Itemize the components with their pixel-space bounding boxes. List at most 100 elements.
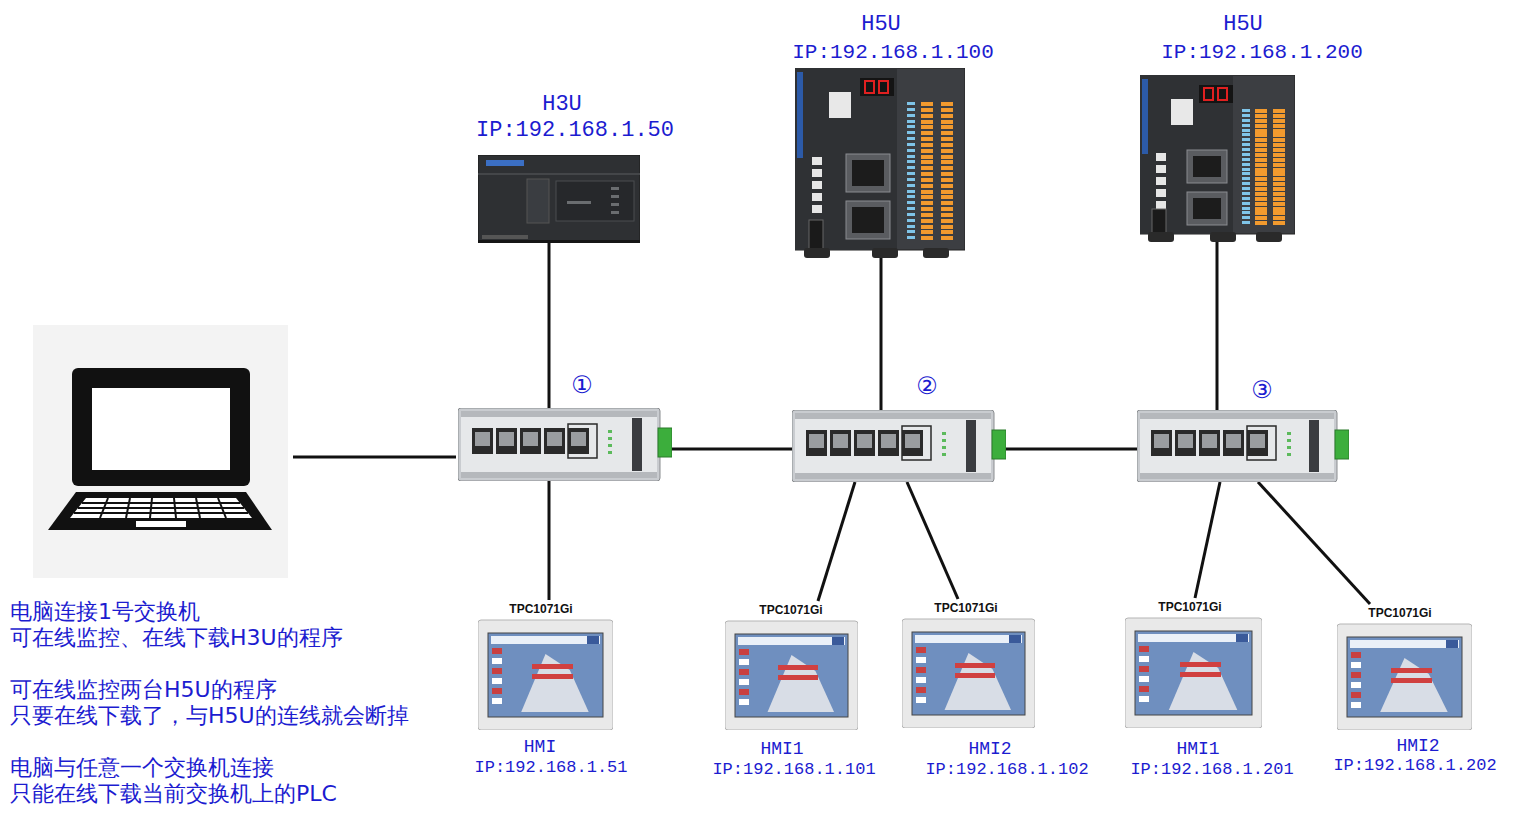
terminal <box>941 172 953 176</box>
hmi-button <box>916 667 926 673</box>
terminal <box>941 219 953 223</box>
plc-h5u: H5UIP:192.168.1.200 <box>1140 75 1295 242</box>
plc-cover <box>527 179 549 223</box>
terminal <box>1273 114 1285 118</box>
terminal <box>1255 216 1267 220</box>
plc-foot <box>923 248 949 258</box>
terminal <box>1273 138 1285 142</box>
hmi-button <box>739 659 749 665</box>
switch-port <box>1175 430 1196 456</box>
dip-switch <box>812 205 822 213</box>
hmi-screen-text-bar <box>1391 678 1432 683</box>
hmi-illustration <box>1125 598 1262 728</box>
hmi-illustration <box>902 599 1035 728</box>
terminal <box>921 160 933 164</box>
note-text: 电脑与任意一个交换机连接 <box>10 756 274 780</box>
io-led <box>907 160 915 163</box>
terminal <box>1255 153 1267 157</box>
io-led <box>1242 177 1250 180</box>
terminal <box>1255 133 1267 137</box>
terminal <box>1255 221 1267 225</box>
switch-led <box>1287 439 1291 442</box>
device-label: IP:192.168.1.201 <box>1130 761 1293 780</box>
terminal <box>1255 114 1267 118</box>
hmi-screen-picture <box>768 655 835 712</box>
plc-foot <box>804 248 830 258</box>
plc-body <box>478 155 640 243</box>
terminal <box>941 137 953 141</box>
terminal <box>1273 182 1285 186</box>
plc-foot <box>478 240 640 243</box>
switch-port-socket <box>1250 434 1265 448</box>
io-led <box>1242 138 1250 141</box>
io-led <box>907 131 915 134</box>
plc-led <box>611 195 619 198</box>
switch-port-socket <box>833 434 848 448</box>
io-led <box>1242 158 1250 161</box>
terminal <box>921 172 933 176</box>
plc-led <box>611 211 619 214</box>
model-label: TPC1071Gi <box>509 603 572 616</box>
plc-digit <box>865 81 874 93</box>
laptop-screen-frame <box>72 368 250 486</box>
rj45-port <box>1187 150 1227 183</box>
hmi-button <box>492 658 502 664</box>
plc-brand-strip <box>1142 79 1148 154</box>
device-label: IP:192.168.1.100 <box>792 41 994 64</box>
plc-left-module <box>795 68 897 250</box>
power-connector <box>992 430 1006 459</box>
switch-port-socket <box>1202 434 1217 448</box>
hmi-screen <box>912 632 1025 715</box>
switch-port-frame <box>568 424 597 458</box>
switch-port-frame <box>1247 426 1276 460</box>
hmi-button <box>1139 666 1149 672</box>
io-led <box>907 114 915 117</box>
dip-switch <box>1156 153 1166 161</box>
power-terminal <box>809 220 823 250</box>
switch-brand-strip <box>966 420 976 472</box>
switch-led <box>942 432 946 435</box>
terminal <box>1273 168 1285 172</box>
hmi-title-bar <box>915 635 1022 643</box>
switch-port <box>1151 430 1172 456</box>
terminal <box>941 225 953 229</box>
plc-digit <box>879 81 888 93</box>
device-label: IP:192.168.1.200 <box>1161 41 1363 64</box>
dip-switch <box>812 193 822 201</box>
io-led <box>907 102 915 105</box>
hmi-logo <box>1236 634 1248 642</box>
switch-led <box>942 439 946 442</box>
dip-switch <box>812 181 822 189</box>
terminal <box>1273 124 1285 128</box>
terminal <box>941 155 953 159</box>
io-led <box>1242 109 1250 112</box>
terminal <box>921 131 933 135</box>
plc-panel <box>556 181 634 221</box>
hmi-title-bar <box>491 636 600 644</box>
terminal <box>1255 177 1267 181</box>
terminal <box>941 149 953 153</box>
terminal <box>941 236 953 240</box>
io-led <box>1242 192 1250 195</box>
io-led <box>1242 187 1250 190</box>
plc-h5u-illustration <box>795 68 965 258</box>
io-led <box>1242 197 1250 200</box>
switch-port-socket <box>1178 434 1193 448</box>
switch-port-socket <box>547 432 562 446</box>
terminal <box>1255 138 1267 142</box>
hmi-bezel <box>902 619 1035 728</box>
hmi-screen-picture <box>945 653 1012 710</box>
rj45-port <box>846 154 890 192</box>
model-label: TPC1071Gi <box>759 604 822 617</box>
device-label: HMI1 <box>760 740 803 760</box>
plc-h3u-illustration <box>478 155 640 243</box>
io-led <box>1242 124 1250 127</box>
switch-led <box>608 451 612 454</box>
terminal <box>921 178 933 182</box>
hmi-title-bar <box>738 637 845 645</box>
io-led <box>907 137 915 140</box>
terminal <box>1255 192 1267 196</box>
terminal <box>1273 119 1285 123</box>
terminal <box>921 190 933 194</box>
device-label: HMI <box>524 738 556 758</box>
